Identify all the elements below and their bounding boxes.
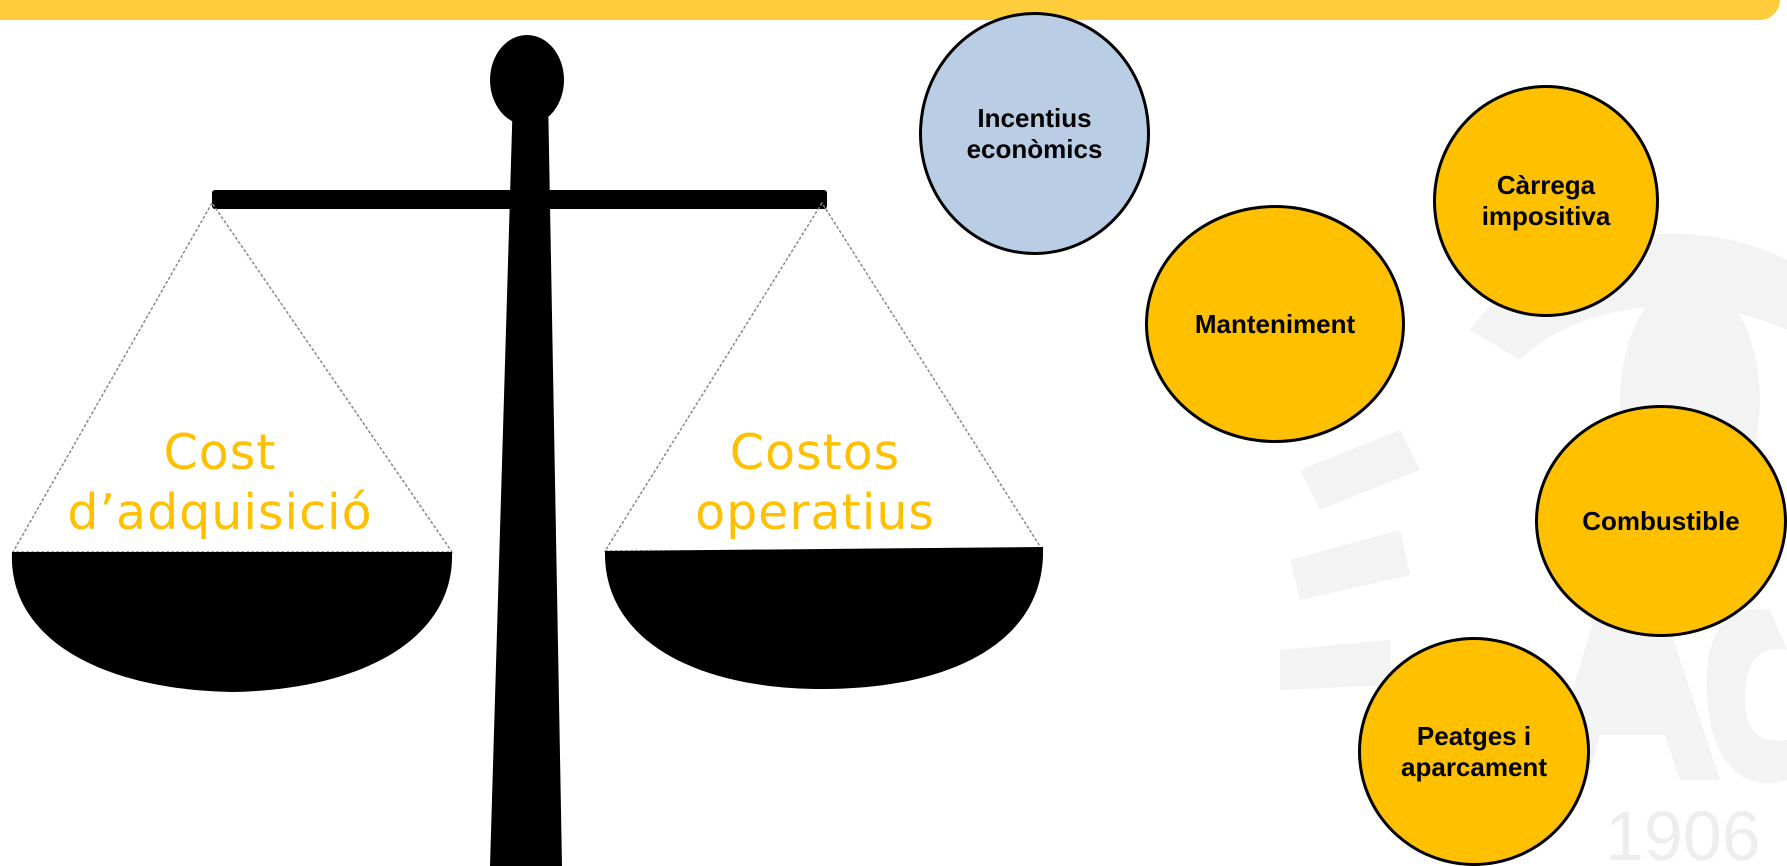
bubble-peatges-label: Peatges i aparcament bbox=[1401, 720, 1547, 782]
right-pan bbox=[604, 547, 1044, 690]
scale-beam bbox=[212, 190, 827, 209]
right-pan-label: Costos operatius bbox=[695, 424, 935, 541]
bubble-carrega-impositiva: Càrrega impositiva bbox=[1433, 85, 1659, 317]
bubble-manteniment-label: Manteniment bbox=[1194, 308, 1356, 339]
bubble-combustible: Combustible bbox=[1535, 405, 1787, 637]
top-banner bbox=[0, 0, 1780, 20]
scale-pole bbox=[490, 95, 562, 866]
left-pan bbox=[11, 552, 453, 692]
watermark-year: 1906 bbox=[1605, 797, 1761, 866]
bubble-incentius-label: Incentius econòmics bbox=[966, 102, 1103, 164]
bubble-combustible-label: Combustible bbox=[1582, 505, 1740, 536]
scale-finial bbox=[490, 35, 564, 125]
bubble-manteniment: Manteniment bbox=[1145, 205, 1405, 443]
bubble-incentius-economics: Incentius econòmics bbox=[919, 12, 1150, 255]
bubble-peatges-aparcament: Peatges i aparcament bbox=[1358, 637, 1590, 866]
bubble-carrega-label: Càrrega impositiva bbox=[1481, 170, 1611, 231]
left-pan-label: Cost d’adquisició bbox=[67, 424, 373, 541]
